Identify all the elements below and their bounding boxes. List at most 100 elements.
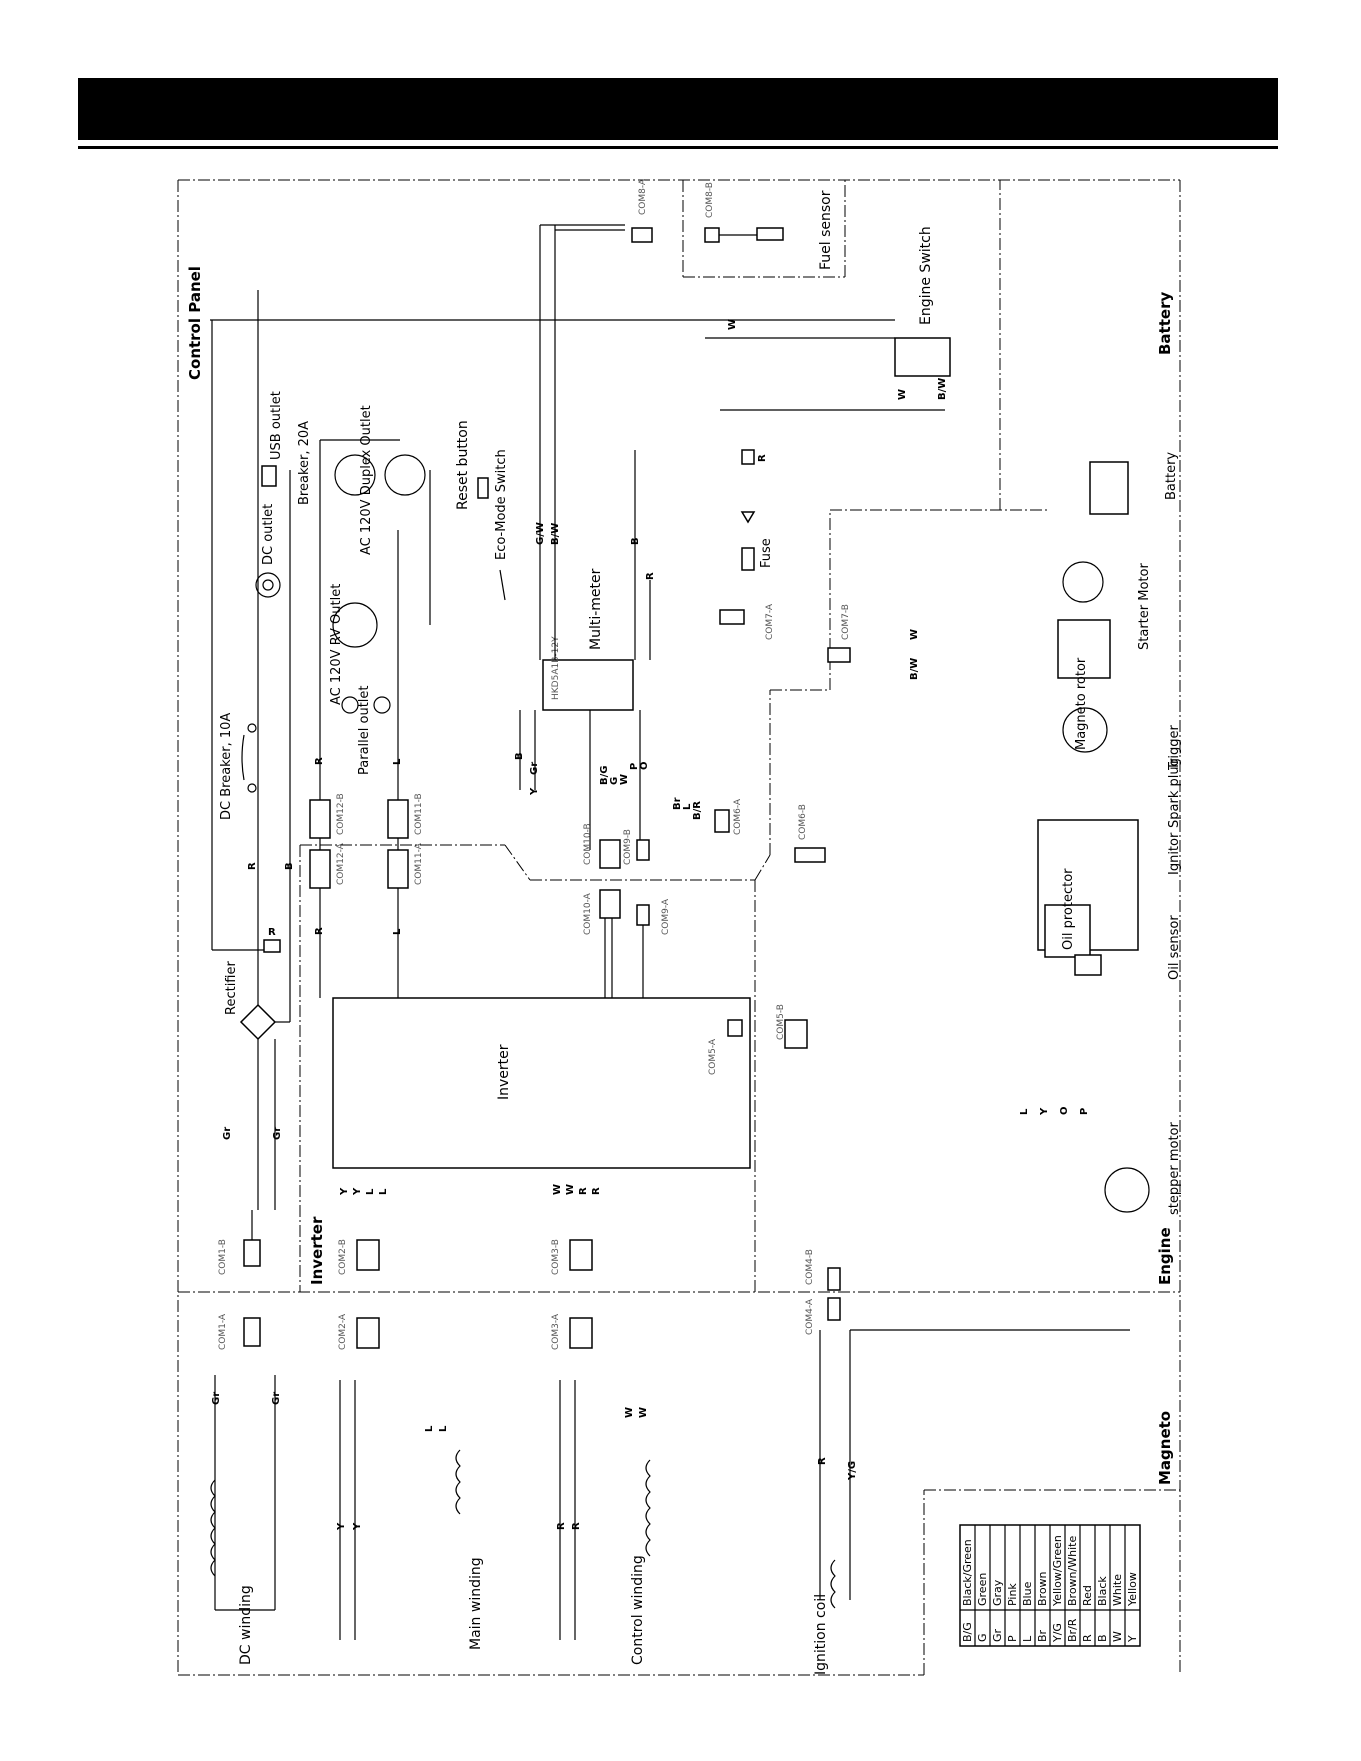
- header-bar: [78, 78, 1278, 140]
- oil-sensor: [1074, 954, 1102, 976]
- com2a-plug: [356, 1317, 380, 1349]
- wire-p-step: P: [1079, 1108, 1090, 1115]
- com9a-label: COM9-A: [661, 898, 671, 935]
- legend-code: W: [1111, 1631, 1124, 1642]
- wire-bw-switch: B/W: [937, 378, 948, 400]
- wire-bw: B/W: [550, 523, 561, 545]
- wire-r-meter: R: [645, 572, 656, 580]
- dc-circuit: Rectifier R Gr Gr COM1-B DC Breaker, 10A…: [211, 290, 295, 1275]
- wire-l-inv-2: L: [378, 1188, 389, 1195]
- wire-y-inv-1: Y: [339, 1187, 350, 1196]
- multi-meter: [542, 659, 634, 711]
- rv-outlet-label: AC 120V RV Outlet: [329, 584, 344, 705]
- engine-switch-area: Engine Switch W W B/W R Fuse: [210, 226, 951, 571]
- wire-y-mag-1: Y: [336, 1522, 347, 1531]
- breaker-20a-label: Breaker, 20A: [297, 421, 312, 505]
- ignitor-label: Ignitor: [1167, 832, 1182, 875]
- battery-title: Battery: [1156, 292, 1174, 355]
- wire-r-dc: R: [247, 862, 258, 870]
- com4a-plug: [827, 1297, 841, 1321]
- section-titles: Control Panel Battery Inverter Engine Ma…: [186, 266, 1174, 1485]
- inverter-title: Inverter: [308, 1216, 326, 1285]
- com9b-plug: [636, 839, 650, 861]
- wire-y-mag-2: Y: [352, 1522, 363, 1531]
- starter-motor-m: [1062, 561, 1104, 603]
- wire-l-br: L: [682, 803, 693, 810]
- multi-meter-label: Multi-meter: [588, 568, 604, 650]
- parallel-outlet-label: Parallel outlet: [357, 686, 372, 776]
- legend-code: Gr: [991, 1628, 1004, 1642]
- wire-r-inv-1: R: [578, 1187, 589, 1195]
- wire-w-switch2: W: [897, 389, 908, 400]
- wire-r-fuse: R: [757, 454, 768, 462]
- fuel-sensor-label: Fuel sensor: [818, 190, 834, 270]
- legend-color: Green: [976, 1573, 989, 1606]
- com1b-label: COM1-B: [218, 1239, 228, 1275]
- legend-color: White: [1111, 1574, 1124, 1606]
- reset-button: [477, 477, 489, 499]
- wire-r-outlet: R: [314, 757, 325, 765]
- wire-l-inv-1: L: [365, 1188, 376, 1195]
- wire-w-mag-1: W: [624, 1407, 635, 1418]
- com9b-label: COM9-B: [623, 829, 633, 865]
- oil-sensor-label: Oil sensor: [1167, 915, 1182, 980]
- stepper-motor: [1104, 1167, 1150, 1213]
- legend-code: P: [1006, 1635, 1019, 1642]
- section-boundaries: [177, 179, 1181, 1676]
- com10b-label: COM10-B: [583, 823, 593, 865]
- com3b-label: COM3-B: [551, 1239, 561, 1275]
- wire-y-step: Y: [1039, 1107, 1050, 1116]
- stepper-motor-label: stepper motor: [1167, 1121, 1182, 1215]
- header-rule: [78, 146, 1278, 149]
- wire-bg: B/G: [599, 766, 610, 785]
- legend-color: Pink: [1006, 1583, 1019, 1606]
- com8b-plug: [704, 227, 720, 243]
- legend-color: Blue: [1021, 1581, 1034, 1606]
- com5a-label: COM5-A: [708, 1038, 718, 1075]
- legend-color: Yellow: [1126, 1572, 1139, 1607]
- wire-b-dc: B: [284, 862, 295, 870]
- com11b-label: COM11-B: [414, 793, 424, 835]
- inverter-connectors: COM2-B COM3-B Y Y L L W W R R: [338, 1184, 602, 1275]
- main-winding-label: Main winding: [468, 1557, 484, 1650]
- legend-code: R: [1081, 1634, 1094, 1642]
- com11b-plug: [387, 799, 409, 839]
- wire-w-inv-1: W: [552, 1184, 563, 1195]
- wire-l-inv: L: [392, 928, 403, 935]
- wire-y-inv-2: Y: [352, 1187, 363, 1196]
- wire-w-switch: W: [727, 319, 738, 330]
- magneto-windings: COM1-A COM2-A COM3-A Gr Gr DC winding Y …: [210, 1313, 1130, 1675]
- wire-b-low: B: [514, 752, 525, 760]
- engine-title: Engine: [1156, 1227, 1174, 1285]
- legend-code: Y/G: [1051, 1623, 1064, 1643]
- com6a-plug: [714, 809, 730, 833]
- reset-button-label: Reset button: [455, 420, 471, 510]
- wire-bw-starter: B/W: [909, 658, 920, 680]
- com4b-label: COM4-B: [805, 1249, 815, 1285]
- legend-code: B: [1096, 1634, 1109, 1642]
- control-panel-title: Control Panel: [186, 266, 204, 380]
- legend-color: Brown: [1036, 1571, 1049, 1606]
- wire-gr-1: Gr: [222, 1127, 233, 1140]
- resistor-r: [263, 939, 281, 953]
- com8b-label: COM8-B: [705, 182, 715, 218]
- com8a-plug: [631, 227, 653, 243]
- com10b-plug: [599, 839, 621, 869]
- wire-o: O: [639, 761, 650, 770]
- wire-w-inv-2: W: [565, 1184, 576, 1195]
- com7a-label: COM7-A: [765, 603, 775, 640]
- wire-g: G: [609, 777, 620, 785]
- starter-relay: [1057, 619, 1111, 679]
- wire-w-starter: W: [909, 629, 920, 640]
- wire-w: W: [619, 774, 630, 785]
- dc-breaker-label: DC Breaker, 10A: [219, 713, 234, 820]
- fuse-resistor: [741, 449, 755, 465]
- magneto-title: Magneto: [1156, 1411, 1174, 1485]
- wire-p: P: [629, 763, 640, 770]
- fuel-sensor: COM8-A COM8-B Fuel sensor: [631, 178, 834, 270]
- engine-components: Magneto rotor Trigger Spark plug Ignitor…: [776, 657, 1182, 1335]
- com5b-label: COM5-B: [776, 1004, 786, 1040]
- legend-color: Brown/White: [1066, 1536, 1079, 1606]
- com11a-plug: [387, 849, 409, 889]
- eco-mode-label: Eco-Mode Switch: [494, 449, 509, 560]
